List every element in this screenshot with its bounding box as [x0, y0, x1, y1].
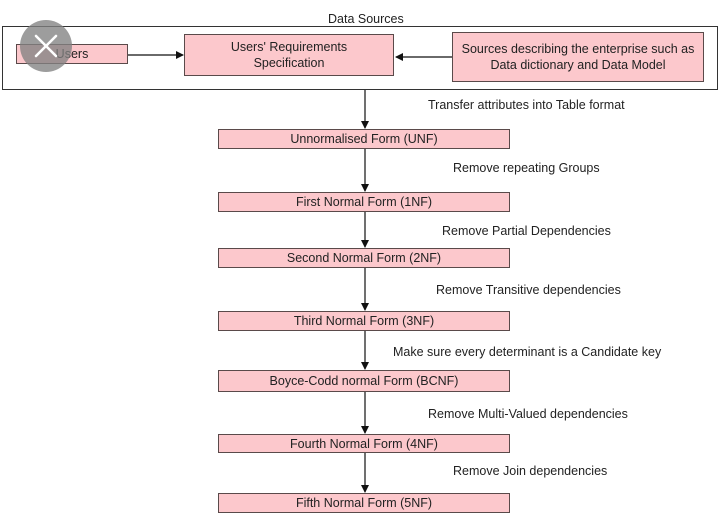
form-label-unf: Unnormalised Form (UNF) [290, 132, 438, 146]
form-box-5nf: Fifth Normal Form (5NF) [218, 493, 510, 513]
transition-label-1: Remove repeating Groups [453, 161, 600, 175]
form-label-bcnf: Boyce-Codd normal Form (BCNF) [269, 374, 459, 388]
enterprise-sources-box: Sources describing the enterprise such a… [452, 32, 704, 82]
form-label-5nf: Fifth Normal Form (5NF) [295, 496, 433, 510]
form-label-4nf: Fourth Normal Form (4NF) [290, 436, 438, 451]
form-label-1nf: First Normal Form (1NF) [295, 195, 433, 209]
transition-label-2: Remove Partial Dependencies [442, 224, 611, 238]
close-icon [34, 34, 58, 58]
form-box-2nf: Second Normal Form (2NF) [218, 248, 510, 268]
data-sources-title: Data Sources [328, 12, 404, 26]
transition-label-4: Make sure every determinant is a Candida… [393, 345, 662, 359]
transition-label-3: Remove Transitive dependencies [436, 283, 621, 297]
form-label-2nf: Second Normal Form (2NF) [286, 251, 442, 265]
form-box-bcnf: Boyce-Codd normal Form (BCNF) [218, 370, 510, 392]
transition-label-0: Transfer attributes into Table format [428, 98, 625, 112]
close-overlay-button[interactable] [20, 20, 72, 72]
form-box-3nf: Third Normal Form (3NF) [218, 311, 510, 331]
requirements-label: Users' Requirements Specification [230, 40, 348, 70]
form-box-4nf: Fourth Normal Form (4NF) [218, 434, 510, 453]
form-box-unf: Unnormalised Form (UNF) [218, 129, 510, 149]
form-box-1nf: First Normal Form (1NF) [218, 192, 510, 212]
data-sources-frame [2, 26, 718, 90]
transition-label-5: Remove Multi-Valued dependencies [428, 407, 628, 421]
enterprise-sources-label: Sources describing the enterprise such a… [461, 42, 695, 72]
requirements-box: Users' Requirements Specification [184, 34, 394, 76]
transition-label-6: Remove Join dependencies [453, 464, 608, 478]
form-label-3nf: Third Normal Form (3NF) [293, 314, 435, 328]
